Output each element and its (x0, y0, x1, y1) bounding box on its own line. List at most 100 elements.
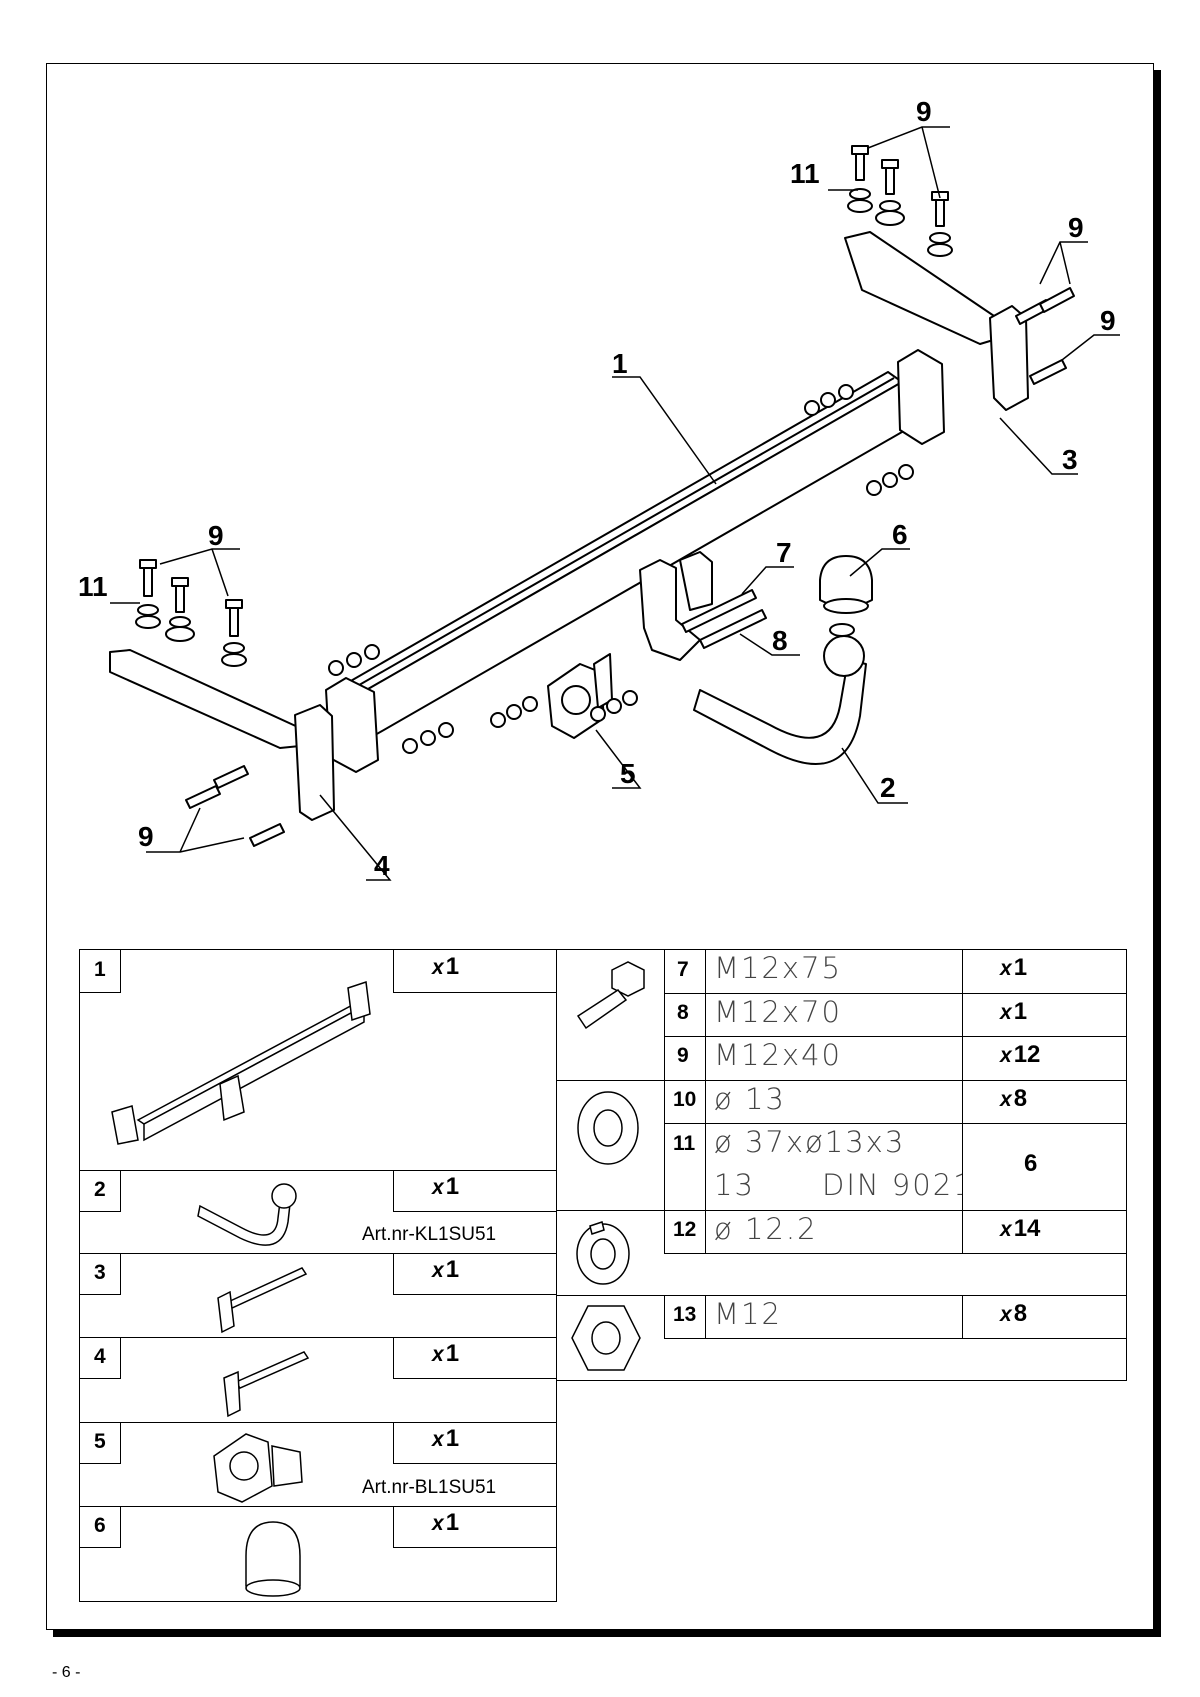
part-num-box (79, 1253, 121, 1295)
callout-7: 7 (776, 537, 792, 568)
part-number: 5 (94, 1430, 106, 1453)
part-quantity: x1 (1000, 954, 1028, 981)
left-bracket-drawing (109, 649, 335, 821)
ball-cap-icon (245, 1521, 301, 1597)
callout-11: 11 (790, 158, 820, 189)
callout-1: 1 (612, 348, 628, 379)
part-quantity: x8 (1000, 1085, 1028, 1112)
part-num-box (79, 1170, 121, 1212)
qty-box (393, 1506, 557, 1548)
callout-2: 2 (880, 772, 896, 803)
part-spec: ø 12.2 (714, 1212, 818, 1246)
spec-box (705, 949, 963, 994)
qty-box (393, 1253, 557, 1295)
part-quantity: x14 (1000, 1215, 1041, 1242)
long-bolts-drawing (681, 589, 767, 649)
qty-box (393, 1337, 557, 1379)
part-num-box (79, 949, 121, 993)
qty-box (393, 1422, 557, 1464)
callout-8: 8 (772, 625, 788, 656)
tow-ball-icon (197, 1183, 297, 1246)
spec-box (705, 1080, 963, 1124)
page-number: - 6 - (52, 1664, 81, 1681)
left-bolt-set-drawing (135, 559, 247, 667)
part-spec: M12x40 (714, 1038, 842, 1072)
part-number: 13 (673, 1303, 697, 1326)
part-quantity: x1 (432, 1509, 460, 1536)
part-number: 1 (94, 958, 106, 981)
part-spec: M12 (714, 1297, 782, 1331)
bracket-icon (217, 1267, 308, 1334)
qty-box (393, 1170, 557, 1212)
qty-box (962, 1295, 1127, 1339)
tow-ball-drawing (693, 623, 867, 765)
callout-9: 9 (138, 821, 154, 852)
part-spec: ø 37xø13x3 (714, 1125, 906, 1159)
callout-5: 5 (620, 758, 636, 789)
article-number: Art.nr-KL1SU51 (362, 1224, 497, 1245)
qty-box (962, 1080, 1127, 1124)
part-number: 11 (673, 1132, 696, 1155)
callout-9: 9 (208, 520, 224, 551)
callout-9: 9 (1068, 212, 1084, 243)
callout-11: 11 (78, 571, 108, 602)
part-num-box (79, 1337, 121, 1379)
part-number: 12 (673, 1218, 697, 1241)
side-bolts-drawing (185, 287, 1075, 847)
spec-box (705, 1295, 963, 1339)
article-number: Art.nr-BL1SU51 (362, 1477, 497, 1498)
crossbar-drawing (325, 349, 945, 773)
qty-box (962, 949, 1127, 994)
part-quantity: 6 (1024, 1150, 1038, 1177)
part-num-box (79, 1506, 121, 1548)
qty-box (962, 1036, 1127, 1081)
qty-box (393, 949, 557, 993)
part-quantity: x1 (432, 1256, 460, 1283)
crossbar-icon (111, 980, 371, 1145)
part-quantity: x1 (432, 1173, 460, 1200)
spring-washer-icon (576, 1221, 630, 1285)
part-number: 3 (94, 1261, 106, 1284)
nut-icon (571, 1305, 641, 1371)
part-quantity: x1 (432, 1340, 460, 1367)
socket-plate-drawing (547, 653, 613, 739)
part-quantity: x1 (432, 953, 460, 980)
qty-box (962, 1123, 1127, 1211)
part-number: 9 (677, 1044, 689, 1067)
part-num-box (664, 949, 706, 994)
part-quantity: x8 (1000, 1300, 1028, 1327)
qty-box (962, 1210, 1127, 1254)
part-spec-standard: DIN 9021 (822, 1168, 974, 1202)
callout-9: 9 (1100, 305, 1116, 336)
part-quantity: x1 (432, 1425, 460, 1452)
part-quantity: x1 (1000, 998, 1028, 1025)
right-bolt-set-drawing (847, 145, 953, 257)
part-spec: M12x70 (714, 995, 842, 1029)
callout-3: 3 (1062, 444, 1078, 475)
frame-shadow-bottom (53, 1629, 1161, 1637)
part-number: 10 (673, 1088, 697, 1111)
socket-plate-icon (213, 1433, 303, 1503)
washer-icon (577, 1091, 639, 1165)
part-num-box (79, 1422, 121, 1464)
part-number: 6 (94, 1514, 106, 1537)
leader-lines (110, 126, 1120, 881)
bolt-icon (576, 961, 645, 1030)
callout-6: 6 (892, 519, 908, 550)
part-quantity: x12 (1000, 1041, 1041, 1068)
part-number: 8 (677, 1001, 689, 1024)
part-number: 4 (94, 1345, 106, 1368)
exploded-assembly-diagram: 1 2 3 4 5 6 7 8 9 9 9 9 9 11 11 (78, 96, 1120, 881)
frame-shadow-right (1153, 70, 1161, 1636)
bar-nuts-drawing (328, 384, 914, 754)
part-spec: ø 13 (714, 1082, 786, 1116)
part-spec-thickness: 13 (714, 1168, 755, 1202)
callout-4: 4 (374, 850, 390, 881)
qty-box (962, 993, 1127, 1037)
spec-box (705, 1210, 963, 1254)
right-bracket-drawing (844, 231, 1029, 411)
callout-9: 9 (916, 96, 932, 127)
part-number: 7 (677, 958, 689, 981)
part-number: 2 (94, 1178, 106, 1201)
part-spec: M12x75 (714, 951, 842, 985)
